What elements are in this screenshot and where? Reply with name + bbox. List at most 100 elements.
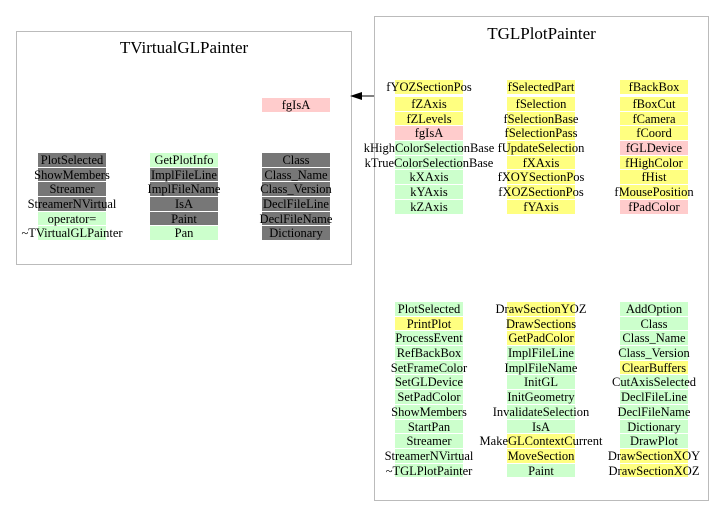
class-member[interactable]: IsA	[507, 419, 575, 435]
class-member[interactable]: fPadColor	[620, 199, 688, 215]
class-member[interactable]: DrawSectionYOZ	[496, 302, 586, 317]
class-member[interactable]: DeclFileLine	[262, 197, 330, 212]
class-member[interactable]: fCoord	[620, 126, 688, 142]
member-label: Class_Name	[622, 331, 686, 346]
class-member[interactable]: DeclFileName	[260, 211, 332, 227]
class-member[interactable]: fHighColor	[620, 155, 688, 171]
class-member[interactable]: fSelectionBase	[504, 111, 578, 127]
member-label: Paint	[528, 463, 554, 478]
class-member[interactable]: fZAxis	[395, 97, 463, 112]
member-label: SetFrameColor	[390, 360, 468, 375]
class-member[interactable]: fXOZSectionPos	[498, 185, 584, 200]
class-member[interactable]: DrawPlot	[620, 434, 688, 449]
class-member[interactable]: SetFrameColor	[391, 360, 467, 376]
class-member[interactable]: Pan	[150, 226, 218, 242]
member-label: fMousePosition	[614, 185, 694, 200]
class-member[interactable]: InitGeometry	[507, 390, 575, 405]
member-column: fYOZSectionPos	[386, 80, 472, 95]
class-member[interactable]: fYAxis	[507, 199, 575, 215]
class-member[interactable]: ~TVirtualGLPainter	[21, 226, 123, 242]
class-member[interactable]: Paint	[150, 211, 218, 227]
class-member[interactable]: PlotSelected	[38, 153, 106, 168]
class-member[interactable]: fMousePosition	[614, 185, 694, 200]
class-member[interactable]: fGLDevice	[620, 141, 688, 156]
class-member[interactable]: Paint	[507, 463, 575, 479]
class-member[interactable]: Streamer	[395, 434, 463, 449]
member-label: StreamerNVirtual	[27, 197, 117, 212]
class-member[interactable]: fSelectionPass	[505, 126, 577, 142]
class-member[interactable]: Dictionary	[620, 419, 688, 435]
class-member[interactable]: SetPadColor	[395, 390, 463, 405]
class-member[interactable]: DrawSections	[506, 316, 576, 332]
class-member[interactable]: fSelectedPart	[507, 80, 575, 95]
class-member[interactable]: ProcessEvent	[395, 331, 463, 347]
class-member[interactable]: kYAxis	[395, 185, 463, 200]
class-member[interactable]: Class	[262, 153, 330, 168]
class-member[interactable]: ImplFileLine	[150, 167, 218, 183]
class-member[interactable]: ImplFileLine	[507, 346, 575, 361]
class-member[interactable]: MoveSection	[507, 448, 575, 464]
member-label: StartPan	[407, 419, 451, 434]
member-label: fXOZSectionPos	[498, 185, 584, 200]
class-member[interactable]: Class_Name	[262, 167, 330, 183]
class-member[interactable]: kTrueColorSelectionBase	[365, 155, 493, 171]
class-member[interactable]: kXAxis	[395, 170, 463, 186]
class-member[interactable]: SetGLDevice	[395, 375, 463, 391]
class-member[interactable]: fZLevels	[395, 111, 463, 127]
class-member[interactable]: StreamerNVirtual	[28, 197, 116, 212]
class-member[interactable]: Streamer	[38, 182, 106, 198]
class-member[interactable]: CutAxisSelected	[612, 375, 696, 391]
class-member[interactable]: ClearBuffers	[620, 360, 688, 376]
class-member[interactable]: InitGL	[507, 375, 575, 391]
class-member[interactable]: ImplFileName	[148, 182, 220, 198]
class-member[interactable]: fCamera	[620, 111, 688, 127]
class-member[interactable]: InvalidateSelection	[493, 404, 589, 420]
class-member[interactable]: fgIsA	[395, 126, 463, 142]
member-label: kYAxis	[410, 185, 448, 200]
class-member[interactable]: DrawSectionXOY	[608, 448, 700, 464]
class-member[interactable]: Dictionary	[262, 226, 330, 242]
class-member[interactable]: DeclFileLine	[620, 390, 688, 405]
class-member[interactable]: fXOYSectionPos	[498, 170, 584, 186]
class-member[interactable]: Class_Name	[620, 331, 688, 347]
member-label: fUpdateSelection	[497, 141, 585, 156]
class-member[interactable]: fSelection	[507, 97, 575, 112]
class-member[interactable]: kHighColorSelectionBase	[364, 141, 494, 156]
class-member[interactable]: fBackBox	[620, 80, 688, 95]
class-member[interactable]: Class_Version	[618, 346, 690, 361]
member-label: DrawSectionXOY	[607, 448, 701, 463]
class-member[interactable]: ShowMembers	[391, 404, 467, 420]
class-member[interactable]: MakeGLContextCurrent	[480, 434, 602, 449]
class-member[interactable]: fUpdateSelection	[498, 141, 584, 156]
class-member[interactable]: fBoxCut	[620, 97, 688, 112]
class-member[interactable]: PrintPlot	[395, 316, 463, 332]
class-member[interactable]: fgIsA	[262, 98, 330, 113]
class-member[interactable]: PlotSelected	[395, 302, 463, 317]
class-member[interactable]: StreamerNVirtual	[385, 448, 473, 464]
class-member[interactable]: kZAxis	[395, 199, 463, 215]
member-label: DeclFileLine	[621, 390, 687, 405]
member-label: InvalidateSelection	[492, 404, 590, 419]
class-member[interactable]: fYOZSectionPos	[386, 80, 472, 95]
class-member[interactable]: fXAxis	[507, 155, 575, 171]
member-label: InitGeometry	[507, 390, 575, 405]
class-member[interactable]: AddOption	[620, 302, 688, 317]
class-member[interactable]: Class_Version	[260, 182, 332, 198]
class-member[interactable]: IsA	[150, 197, 218, 212]
class-member[interactable]: GetPadColor	[507, 331, 575, 347]
class-member[interactable]: operator=	[38, 211, 106, 227]
class-member[interactable]: GetPlotInfo	[150, 153, 218, 168]
class-member[interactable]: ImplFileName	[505, 360, 577, 376]
class-member[interactable]: StartPan	[395, 419, 463, 435]
class-member[interactable]: DeclFileName	[618, 404, 690, 420]
class-member[interactable]: Class	[620, 316, 688, 332]
class-member[interactable]: ~TGLPlotPainter	[386, 463, 472, 479]
class-member[interactable]: ShowMembers	[34, 167, 110, 183]
class-member[interactable]: fHist	[620, 170, 688, 186]
class-member[interactable]: DrawSectionXOZ	[609, 463, 699, 479]
member-label: fBoxCut	[632, 97, 676, 111]
class-member[interactable]: RefBackBox	[395, 346, 463, 361]
